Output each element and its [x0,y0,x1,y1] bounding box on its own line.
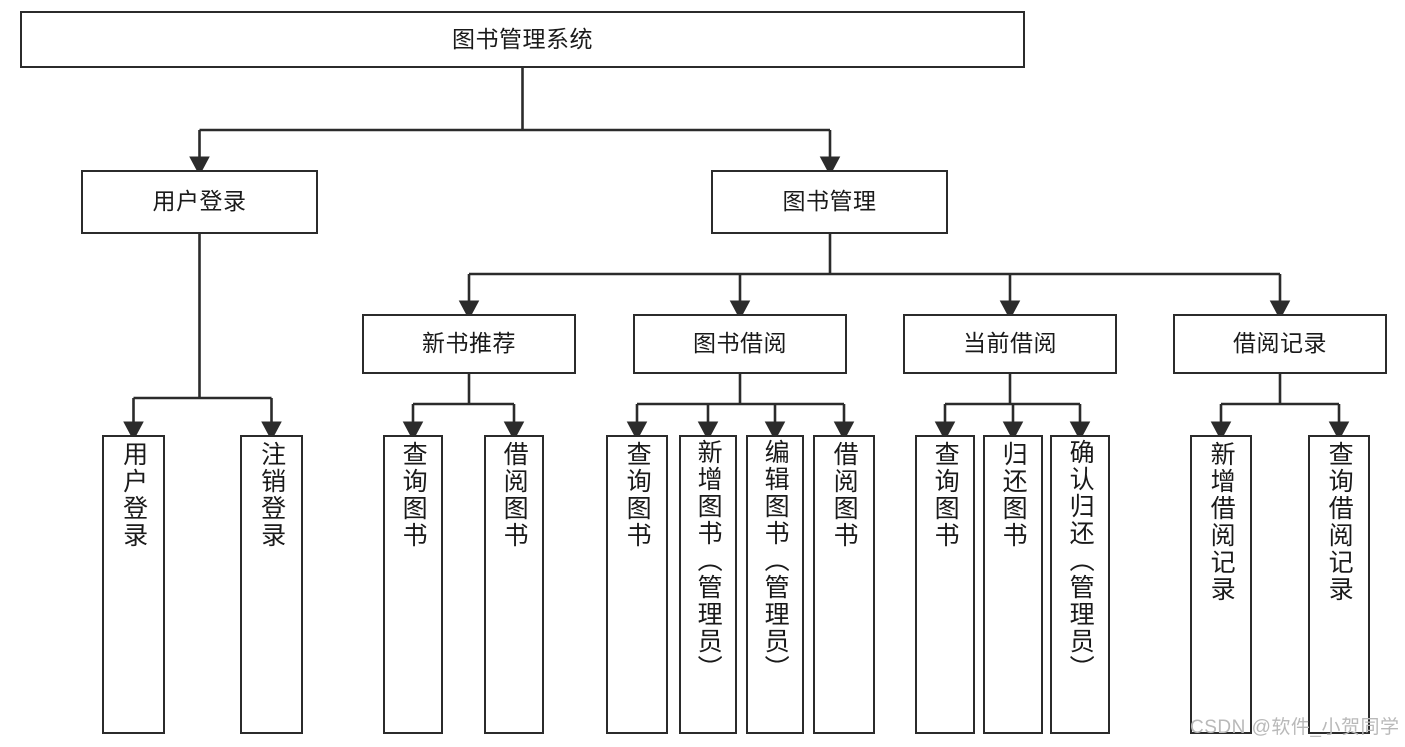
node-leaf-confirm-return-admin-label: 确认归还（管理员） [1066,439,1095,682]
node-leaf-logout-label: 注销登录 [257,441,286,549]
node-current-borrow[interactable]: 当前借阅 [903,314,1117,374]
node-root[interactable]: 图书管理系统 [20,11,1025,68]
node-leaf-add-book-admin-label: 新增图书（管理员） [694,439,723,682]
node-leaf-query-borrow-record-label: 查询借阅记录 [1325,441,1354,603]
node-leaf-query-book-1-label: 查询图书 [399,441,428,549]
node-borrow-record[interactable]: 借阅记录 [1173,314,1387,374]
node-leaf-query-borrow-record[interactable]: 查询借阅记录 [1308,435,1370,734]
node-leaf-borrow-book-1[interactable]: 借阅图书 [484,435,544,734]
node-leaf-query-book-2-label: 查询图书 [623,441,652,549]
csdn-watermark: CSDN @软件_小贺同学 [1190,717,1400,738]
node-leaf-edit-book-admin-label: 编辑图书（管理员） [761,439,790,682]
node-root-label: 图书管理系统 [452,25,593,52]
node-leaf-logout[interactable]: 注销登录 [240,435,303,734]
node-book-manage[interactable]: 图书管理 [711,170,948,234]
node-leaf-return-book-label: 归还图书 [999,441,1028,549]
node-leaf-return-book[interactable]: 归还图书 [983,435,1043,734]
node-leaf-add-book-admin[interactable]: 新增图书（管理员） [679,435,737,734]
node-leaf-user-login[interactable]: 用户登录 [102,435,165,734]
node-leaf-borrow-book-2[interactable]: 借阅图书 [813,435,875,734]
node-book-borrow[interactable]: 图书借阅 [633,314,847,374]
node-leaf-query-book-3[interactable]: 查询图书 [915,435,975,734]
node-leaf-confirm-return-admin[interactable]: 确认归还（管理员） [1050,435,1110,734]
node-borrow-record-label: 借阅记录 [1233,330,1327,357]
node-book-manage-label: 图书管理 [782,188,877,215]
node-leaf-edit-book-admin[interactable]: 编辑图书（管理员） [746,435,804,734]
node-leaf-query-book-3-label: 查询图书 [931,441,960,549]
node-current-borrow-label: 当前借阅 [963,330,1057,357]
node-leaf-query-book-1[interactable]: 查询图书 [383,435,443,734]
node-new-book-recommend[interactable]: 新书推荐 [362,314,576,374]
node-user-login-label: 用户登录 [152,188,247,215]
node-book-borrow-label: 图书借阅 [693,330,787,357]
node-new-book-recommend-label: 新书推荐 [422,330,516,357]
node-leaf-query-book-2[interactable]: 查询图书 [606,435,668,734]
node-leaf-borrow-book-2-label: 借阅图书 [830,441,859,549]
node-leaf-borrow-book-1-label: 借阅图书 [500,441,529,549]
node-leaf-add-borrow-record-label: 新增借阅记录 [1207,441,1236,603]
node-user-login[interactable]: 用户登录 [81,170,318,234]
node-leaf-add-borrow-record[interactable]: 新增借阅记录 [1190,435,1252,734]
node-leaf-user-login-label: 用户登录 [119,441,148,549]
